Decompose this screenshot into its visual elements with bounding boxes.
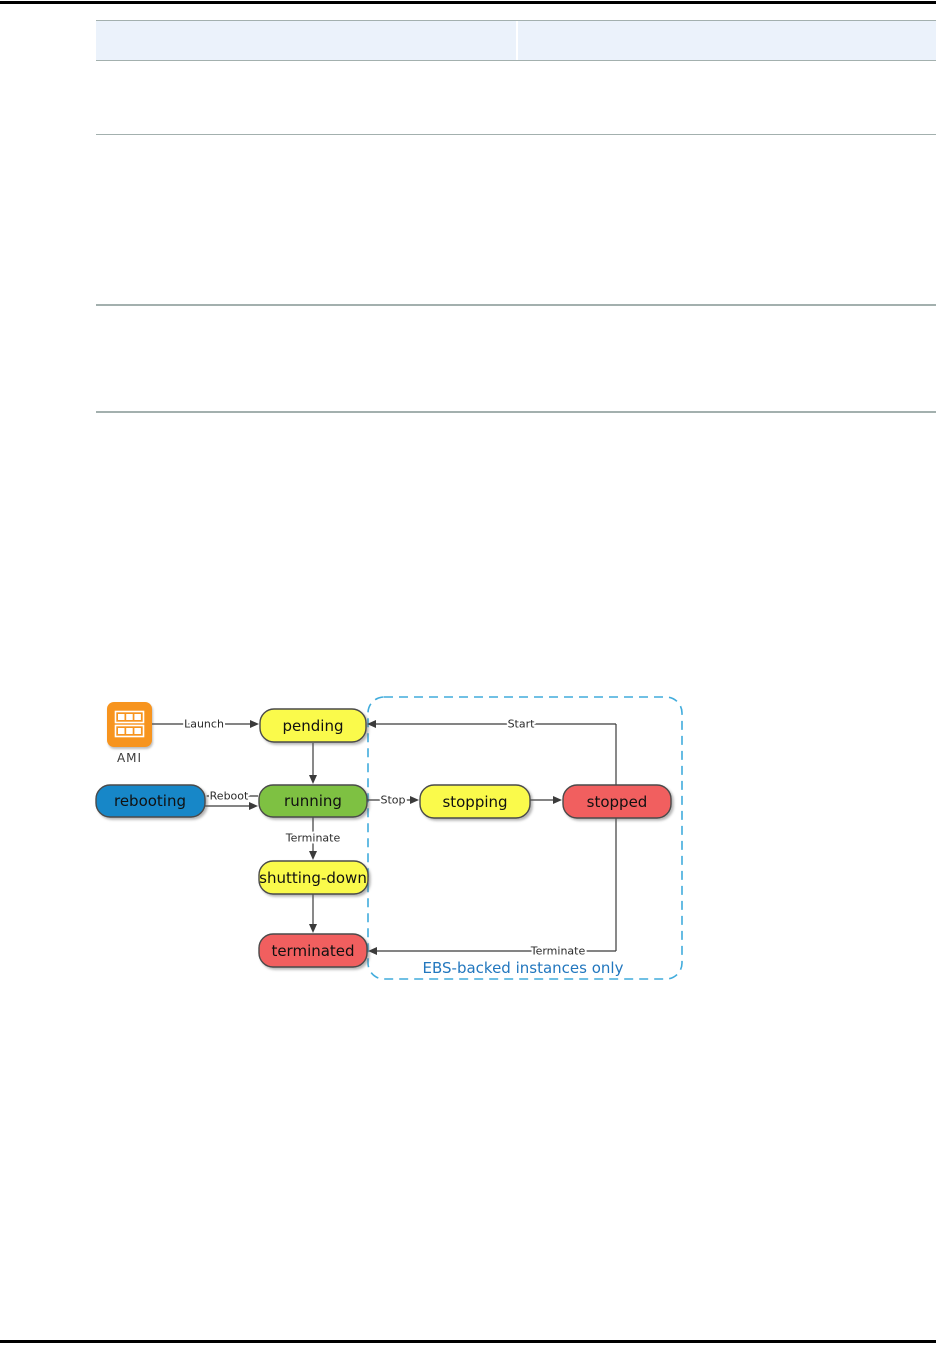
document-table bbox=[96, 20, 936, 413]
node-shutting-down-box bbox=[258, 860, 369, 895]
node-terminated-label: terminated bbox=[271, 942, 354, 960]
arrowhead bbox=[250, 720, 259, 728]
edge-reboot: Reboot bbox=[205, 788, 258, 810]
arrowhead bbox=[206, 792, 215, 800]
edge-terminate-stopped: Terminate bbox=[368, 943, 616, 960]
edge-reboot-label: Reboot bbox=[210, 790, 249, 803]
arrowhead bbox=[410, 796, 419, 804]
node-shutting-down: shutting-down bbox=[258, 860, 369, 895]
edge-stopping-to-stopped bbox=[530, 796, 562, 804]
node-terminated: terminated bbox=[258, 933, 368, 968]
node-stopped-box bbox=[562, 784, 672, 819]
page-top-rule bbox=[0, 1, 936, 4]
arrowhead bbox=[309, 851, 317, 860]
node-running-label: running bbox=[284, 792, 342, 810]
node-rebooting-box bbox=[95, 784, 206, 818]
edge-start-label: Start bbox=[508, 718, 536, 731]
table-column-divider bbox=[516, 21, 518, 60]
page-bottom-rule bbox=[0, 1340, 936, 1343]
node-pending: pending bbox=[259, 708, 367, 743]
table-row bbox=[96, 135, 936, 306]
node-shutting-down-label: shutting-down bbox=[259, 869, 367, 887]
edge-terminate-running: Terminate bbox=[283, 817, 342, 860]
node-stopping-box bbox=[419, 784, 531, 819]
node-terminated-box bbox=[258, 933, 368, 968]
edge-launch-label: Launch bbox=[184, 718, 224, 731]
arrowhead bbox=[553, 796, 562, 804]
ebs-backed-note: EBS-backed instances only bbox=[423, 959, 624, 977]
edge-stop: Stop bbox=[367, 792, 419, 809]
node-running: running bbox=[258, 784, 368, 818]
node-stopped: stopped bbox=[562, 784, 672, 819]
node-rebooting: rebooting bbox=[95, 784, 206, 818]
ami-icon bbox=[107, 702, 152, 747]
edge-start: Start bbox=[367, 716, 617, 951]
edge-launch: Launch bbox=[152, 716, 259, 733]
instance-lifecycle-diagram: Launch Start Reboot Stop bbox=[95, 696, 683, 980]
node-running-box bbox=[258, 784, 368, 818]
edge-pending-to-running bbox=[309, 743, 317, 784]
node-stopped-label: stopped bbox=[587, 793, 648, 811]
edge-stop-label: Stop bbox=[380, 794, 405, 807]
ebs-backed-region-border bbox=[367, 696, 683, 980]
node-rebooting-label: rebooting bbox=[114, 792, 186, 810]
node-pending-box bbox=[259, 708, 367, 743]
ami-label: AMI bbox=[117, 751, 142, 765]
arrowhead bbox=[309, 924, 317, 933]
node-pending-label: pending bbox=[283, 717, 344, 735]
arrowhead bbox=[368, 947, 377, 955]
ami-icon-background bbox=[107, 702, 152, 747]
edge-terminate-label: Terminate bbox=[530, 945, 586, 958]
edge-terminate-label: Terminate bbox=[285, 832, 341, 845]
table-row bbox=[96, 306, 936, 413]
node-stopping: stopping bbox=[419, 784, 531, 819]
edge-shutting-down-to-terminated bbox=[309, 894, 317, 933]
node-stopping-label: stopping bbox=[442, 793, 507, 811]
table-header-row bbox=[96, 21, 936, 61]
table-header-cell-2 bbox=[518, 21, 936, 60]
arrowhead bbox=[309, 775, 317, 784]
table-row bbox=[96, 61, 936, 135]
arrowhead bbox=[249, 802, 258, 810]
arrowhead bbox=[367, 720, 376, 728]
table-header-cell-1 bbox=[96, 21, 516, 60]
